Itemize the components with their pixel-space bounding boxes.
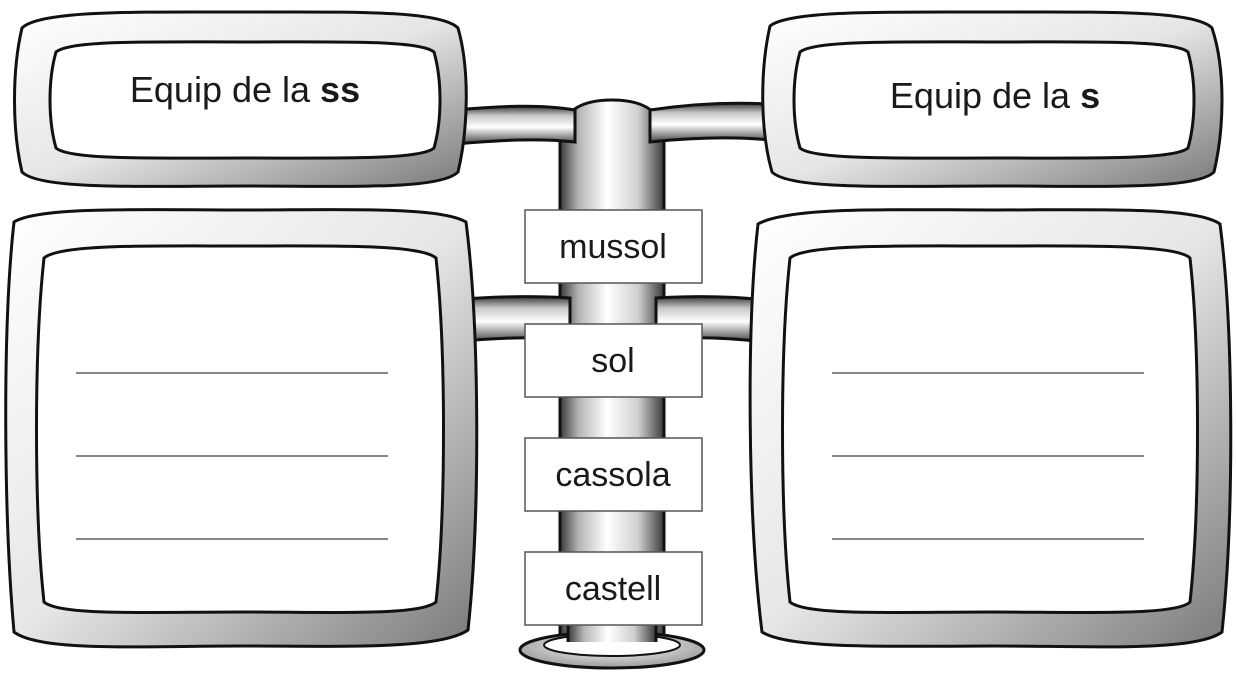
svg-text:Equip de la s: Equip de la s	[890, 75, 1100, 116]
word-card-3[interactable]: cassola	[524, 437, 703, 512]
team-right-label-prefix: Equip de la	[890, 75, 1080, 116]
word-card-4-text: castell	[565, 570, 661, 608]
word-card-2[interactable]: sol	[524, 323, 703, 398]
word-card-3-text: cassola	[555, 456, 670, 494]
header-frame-right: Equip de la s	[761, 10, 1224, 188]
team-left-label-suffix: ss	[320, 69, 360, 110]
answer-lines-right	[832, 372, 1144, 540]
svg-text:Equip de la ss: Equip de la ss	[130, 69, 360, 110]
word-card-1-text: mussol	[559, 228, 667, 266]
answer-frame-right	[748, 208, 1233, 649]
answer-lines-left	[76, 372, 388, 540]
word-card-4[interactable]: castell	[524, 551, 703, 626]
team-right-label-suffix: s	[1080, 75, 1100, 116]
top-connector-pipe	[453, 101, 772, 146]
team-left-label-prefix: Equip de la	[130, 69, 320, 110]
word-card-1[interactable]: mussol	[524, 209, 703, 284]
answer-frame-left	[4, 208, 479, 649]
word-card-2-text: sol	[591, 342, 634, 380]
header-frame-left: Equip de la ss	[13, 10, 468, 188]
